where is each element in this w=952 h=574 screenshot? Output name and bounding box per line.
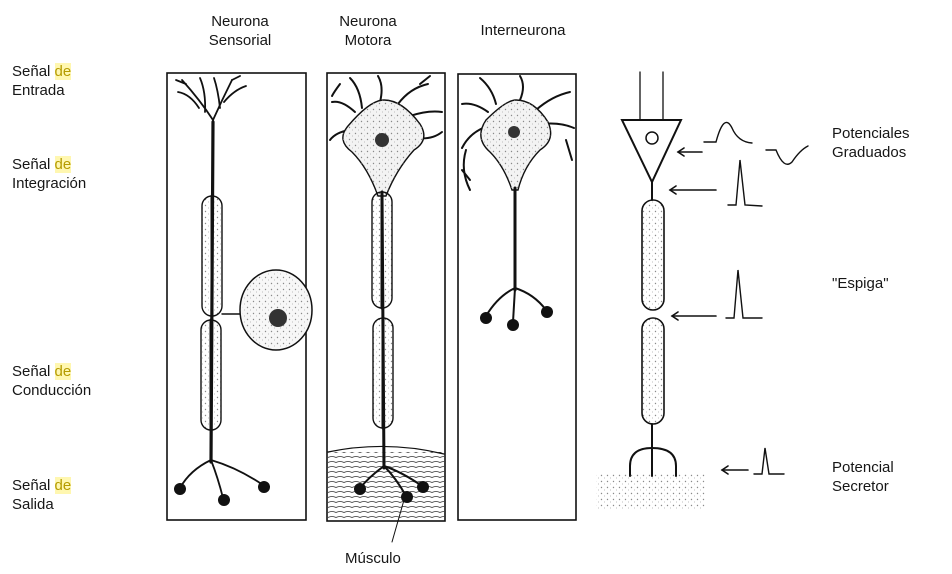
inter-nucleus [508,126,520,138]
schematic-myelin-lower [642,318,664,424]
secretor-wave [754,448,784,474]
motor-neuron [327,73,445,542]
sensory-dendrites [176,76,246,128]
sensory-nucleus [269,309,287,327]
sensory-terminals [180,460,263,498]
secretory-zone [596,474,706,510]
spike-wave-2 [726,270,762,318]
waveforms [704,122,808,474]
schematic-soma [622,120,681,182]
sensory-neuron [167,73,312,520]
interneuron [458,74,576,520]
schematic-neuron [596,72,808,510]
graded-depolarizing-wave [704,122,752,143]
schematic-myelin-upper [642,200,664,310]
motor-nucleus [375,133,389,147]
spike-wave-1 [728,160,762,206]
graded-hyperpolarizing-wave [766,146,808,164]
